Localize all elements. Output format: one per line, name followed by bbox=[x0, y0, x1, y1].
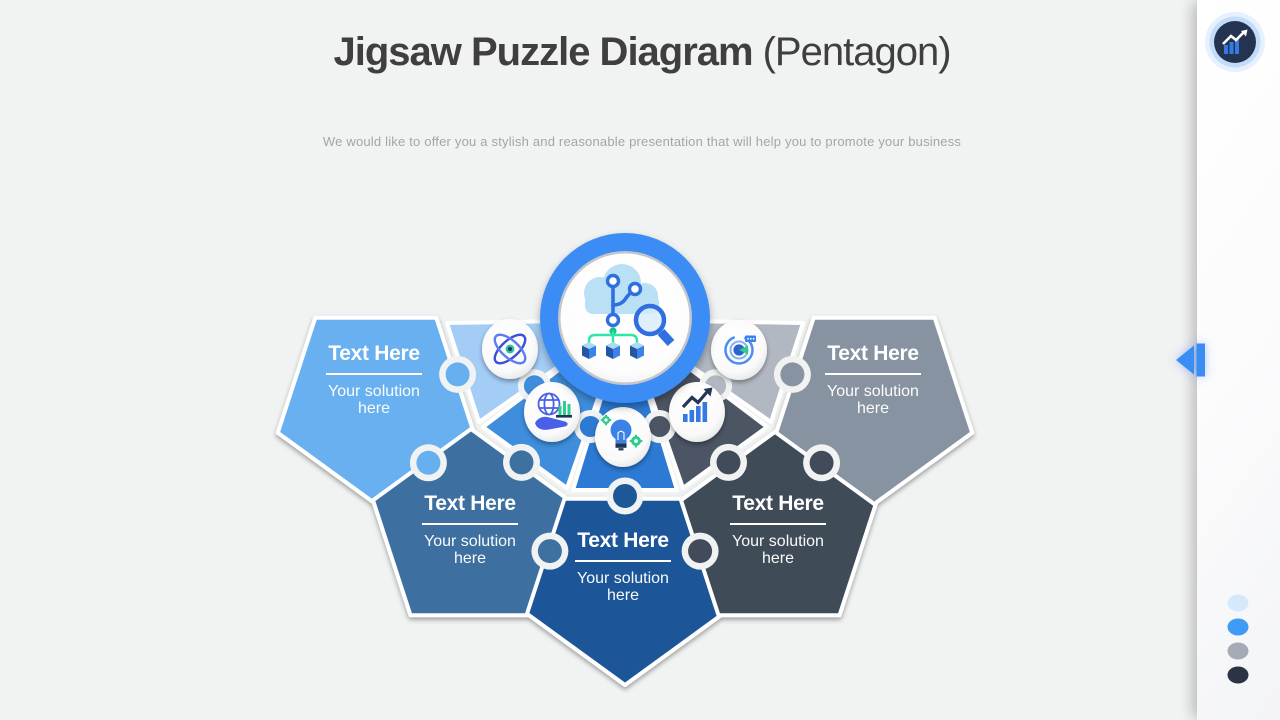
slide-subtitle: We would like to offer you a stylish and… bbox=[322, 134, 962, 149]
title-main: Jigsaw Puzzle Diagram bbox=[333, 30, 753, 74]
logo-badge[interactable] bbox=[1205, 12, 1265, 72]
title-suffix: (Pentagon) bbox=[762, 30, 952, 74]
cloud-network-search-icon bbox=[582, 264, 675, 359]
piece-title: Text Here bbox=[424, 492, 516, 515]
atom-icon bbox=[493, 333, 527, 365]
knob bbox=[416, 450, 441, 475]
knob bbox=[613, 484, 637, 508]
previous-slide-arrow-icon[interactable] bbox=[1176, 343, 1205, 377]
title-underline bbox=[730, 523, 826, 525]
title-underline bbox=[825, 373, 921, 375]
piece-body: Your solution here bbox=[328, 383, 420, 417]
knob bbox=[809, 450, 834, 475]
title-underline bbox=[575, 560, 671, 562]
bar-chart-arrow-badge-icon bbox=[1222, 29, 1248, 54]
center-circle[interactable] bbox=[540, 233, 710, 403]
nav-dot-1[interactable] bbox=[1227, 594, 1249, 612]
piece-body: Your solution here bbox=[424, 533, 516, 567]
knob bbox=[688, 539, 713, 564]
piece-body: Your solution here bbox=[827, 383, 919, 417]
page-title: Jigsaw Puzzle Diagram(Pentagon) bbox=[0, 30, 1280, 75]
knob bbox=[716, 450, 741, 475]
piece-label-left[interactable]: Text Here Your solution here bbox=[309, 342, 439, 418]
piece-body: Your solution here bbox=[732, 533, 824, 567]
slide-nav-dots bbox=[1227, 594, 1249, 684]
piece-label-bottom[interactable]: Text Here Your solution here bbox=[558, 529, 688, 605]
piece-title: Text Here bbox=[732, 492, 824, 515]
globe-hand-chart-icon bbox=[535, 392, 572, 430]
piece-label-bottom-left[interactable]: Text Here Your solution here bbox=[405, 492, 535, 568]
title-underline bbox=[326, 373, 422, 375]
title-underline bbox=[422, 523, 518, 525]
nav-dot-3[interactable] bbox=[1227, 642, 1249, 660]
piece-label-bottom-right[interactable]: Text Here Your solution here bbox=[713, 492, 843, 568]
knob bbox=[780, 362, 805, 387]
growth-chart-icon bbox=[681, 387, 713, 422]
knob bbox=[445, 362, 470, 387]
piece-label-right[interactable]: Text Here Your solution here bbox=[808, 342, 938, 418]
piece-title: Text Here bbox=[328, 342, 420, 365]
nav-dot-4[interactable] bbox=[1227, 666, 1249, 684]
knob bbox=[509, 450, 534, 475]
knob bbox=[649, 416, 671, 437]
lightbulb-gears-icon bbox=[600, 414, 643, 451]
piece-body: Your solution here bbox=[577, 570, 669, 604]
piece-title: Text Here bbox=[577, 529, 669, 552]
piece-title: Text Here bbox=[827, 342, 919, 365]
knob bbox=[537, 539, 562, 564]
target-timer-icon bbox=[724, 335, 756, 365]
nav-dot-2[interactable] bbox=[1227, 618, 1249, 636]
